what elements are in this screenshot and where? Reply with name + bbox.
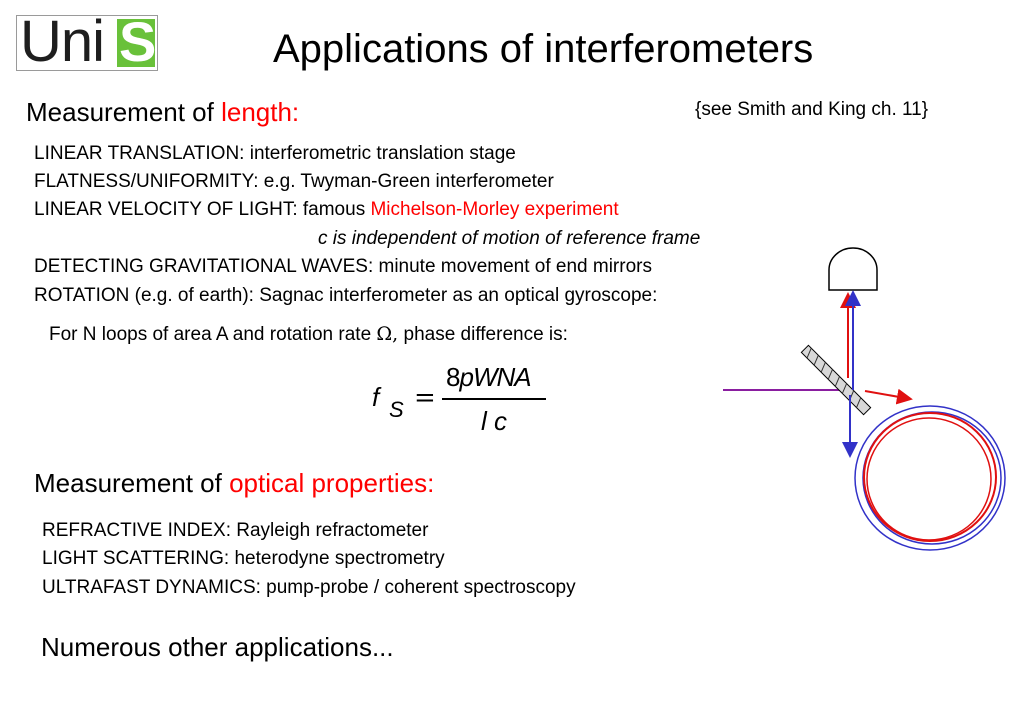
formula-equals: = xyxy=(414,383,436,413)
detector-icon xyxy=(828,247,878,291)
item-ultrafast-dynamics: ULTRAFAST DYNAMICS: pump-probe / coheren… xyxy=(42,577,576,598)
fiber-loop-blue-inner xyxy=(862,411,1002,545)
formula-lhs-sub: S xyxy=(389,397,404,422)
reference-note: {see Smith and King ch. 11} xyxy=(695,99,929,120)
item-flatness: FLATNESS/UNIFORMITY: e.g. Twyman-Green i… xyxy=(34,171,554,192)
item-linear-velocity: LINEAR VELOCITY OF LIGHT: famous Michels… xyxy=(34,199,619,221)
item-linear-translation: LINEAR TRANSLATION: interferometric tran… xyxy=(34,143,516,164)
item-light-scattering: LIGHT SCATTERING: heterodyne spectrometr… xyxy=(42,548,445,569)
fiber-loop-red-inner xyxy=(866,417,992,541)
formula-num-8: 8 xyxy=(446,362,461,392)
michelson-morley-link: Michelson-Morley experiment xyxy=(370,199,619,220)
length-heading: Measurement of length: xyxy=(26,97,299,127)
beamsplitter xyxy=(800,344,872,416)
unis-logo: Uni S xyxy=(16,9,158,74)
sagnac-description: For N loops of area A and rotation rate … xyxy=(49,323,568,346)
length-heading-highlight: length: xyxy=(221,97,300,127)
page-title: Applications of interferometers xyxy=(273,27,814,71)
formula-num-rest: WNA xyxy=(472,362,532,392)
omega-symbol: Ω, xyxy=(376,323,399,345)
velocity-prefix: LINEAR VELOCITY OF LIGHT: famous xyxy=(34,199,371,220)
length-heading-prefix: Measurement of xyxy=(26,97,222,127)
fiber-loop-red xyxy=(863,412,997,542)
item-rotation: ROTATION (e.g. of earth): Sagnac interfe… xyxy=(34,285,658,306)
fiber-loop-blue-outer xyxy=(854,405,1006,551)
formula-denominator: l c xyxy=(481,406,507,436)
formula-num-p: p xyxy=(459,362,474,392)
sagnac-suffix: phase difference is: xyxy=(398,324,568,345)
logo-green-box xyxy=(117,19,155,67)
logo-text-s: S xyxy=(119,10,157,73)
formula-lhs: f xyxy=(372,382,380,412)
closing-text: Numerous other applications... xyxy=(41,632,394,662)
item-refractive-index: REFRACTIVE INDEX: Rayleigh refractometer xyxy=(42,520,429,541)
sagnac-prefix: For N loops of area A and rotation rate xyxy=(49,324,377,345)
velocity-note: c is independent of motion of reference … xyxy=(318,228,701,249)
logo-text-uni: Uni xyxy=(20,9,105,74)
item-gravitational-waves: DETECTING GRAVITATIONAL WAVES: minute mo… xyxy=(34,256,652,277)
formula-fraction-bar xyxy=(442,398,546,400)
optical-heading: Measurement of optical properties: xyxy=(34,468,434,498)
optical-heading-prefix: Measurement of xyxy=(34,468,230,498)
red-beam-right xyxy=(864,388,913,405)
optical-heading-highlight: optical properties: xyxy=(229,468,435,498)
formula-numerator: 8pWNA xyxy=(446,362,532,393)
